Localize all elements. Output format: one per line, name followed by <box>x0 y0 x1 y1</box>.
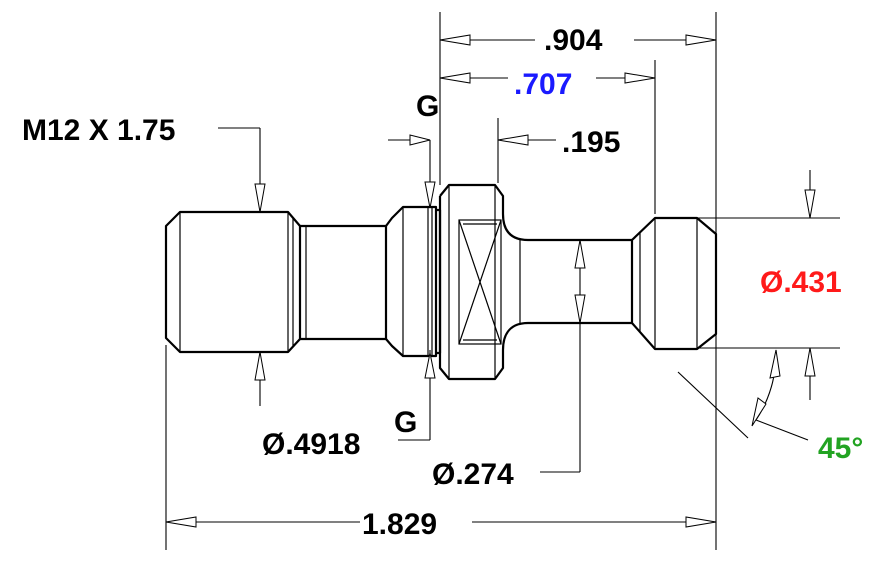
dimension-labels: M12 X 1.75 .904 .707 .195 G G Ø.4918 Ø.2… <box>22 24 863 541</box>
neck-section <box>300 224 388 341</box>
length-707-label: .707 <box>514 68 572 101</box>
dia-274-label: Ø.274 <box>432 458 514 491</box>
length-904-label: .904 <box>544 24 603 57</box>
overall-length-label: 1.829 <box>362 508 437 541</box>
angle-label: 45° <box>818 432 863 465</box>
section-mark-bottom: G <box>394 406 417 439</box>
thread-label: M12 X 1.75 <box>22 114 175 147</box>
dimension-lines <box>165 12 840 550</box>
length-195-label: .195 <box>562 126 620 159</box>
dia-4918-label: Ø.4918 <box>262 428 360 461</box>
flange <box>438 183 529 381</box>
dia-431-label: Ø.431 <box>760 266 842 299</box>
wrench-flat <box>458 219 502 345</box>
threaded-section <box>164 210 302 354</box>
part-outline <box>164 183 718 381</box>
head <box>630 216 718 351</box>
section-mark-top: G <box>416 90 439 123</box>
collar <box>385 205 438 358</box>
